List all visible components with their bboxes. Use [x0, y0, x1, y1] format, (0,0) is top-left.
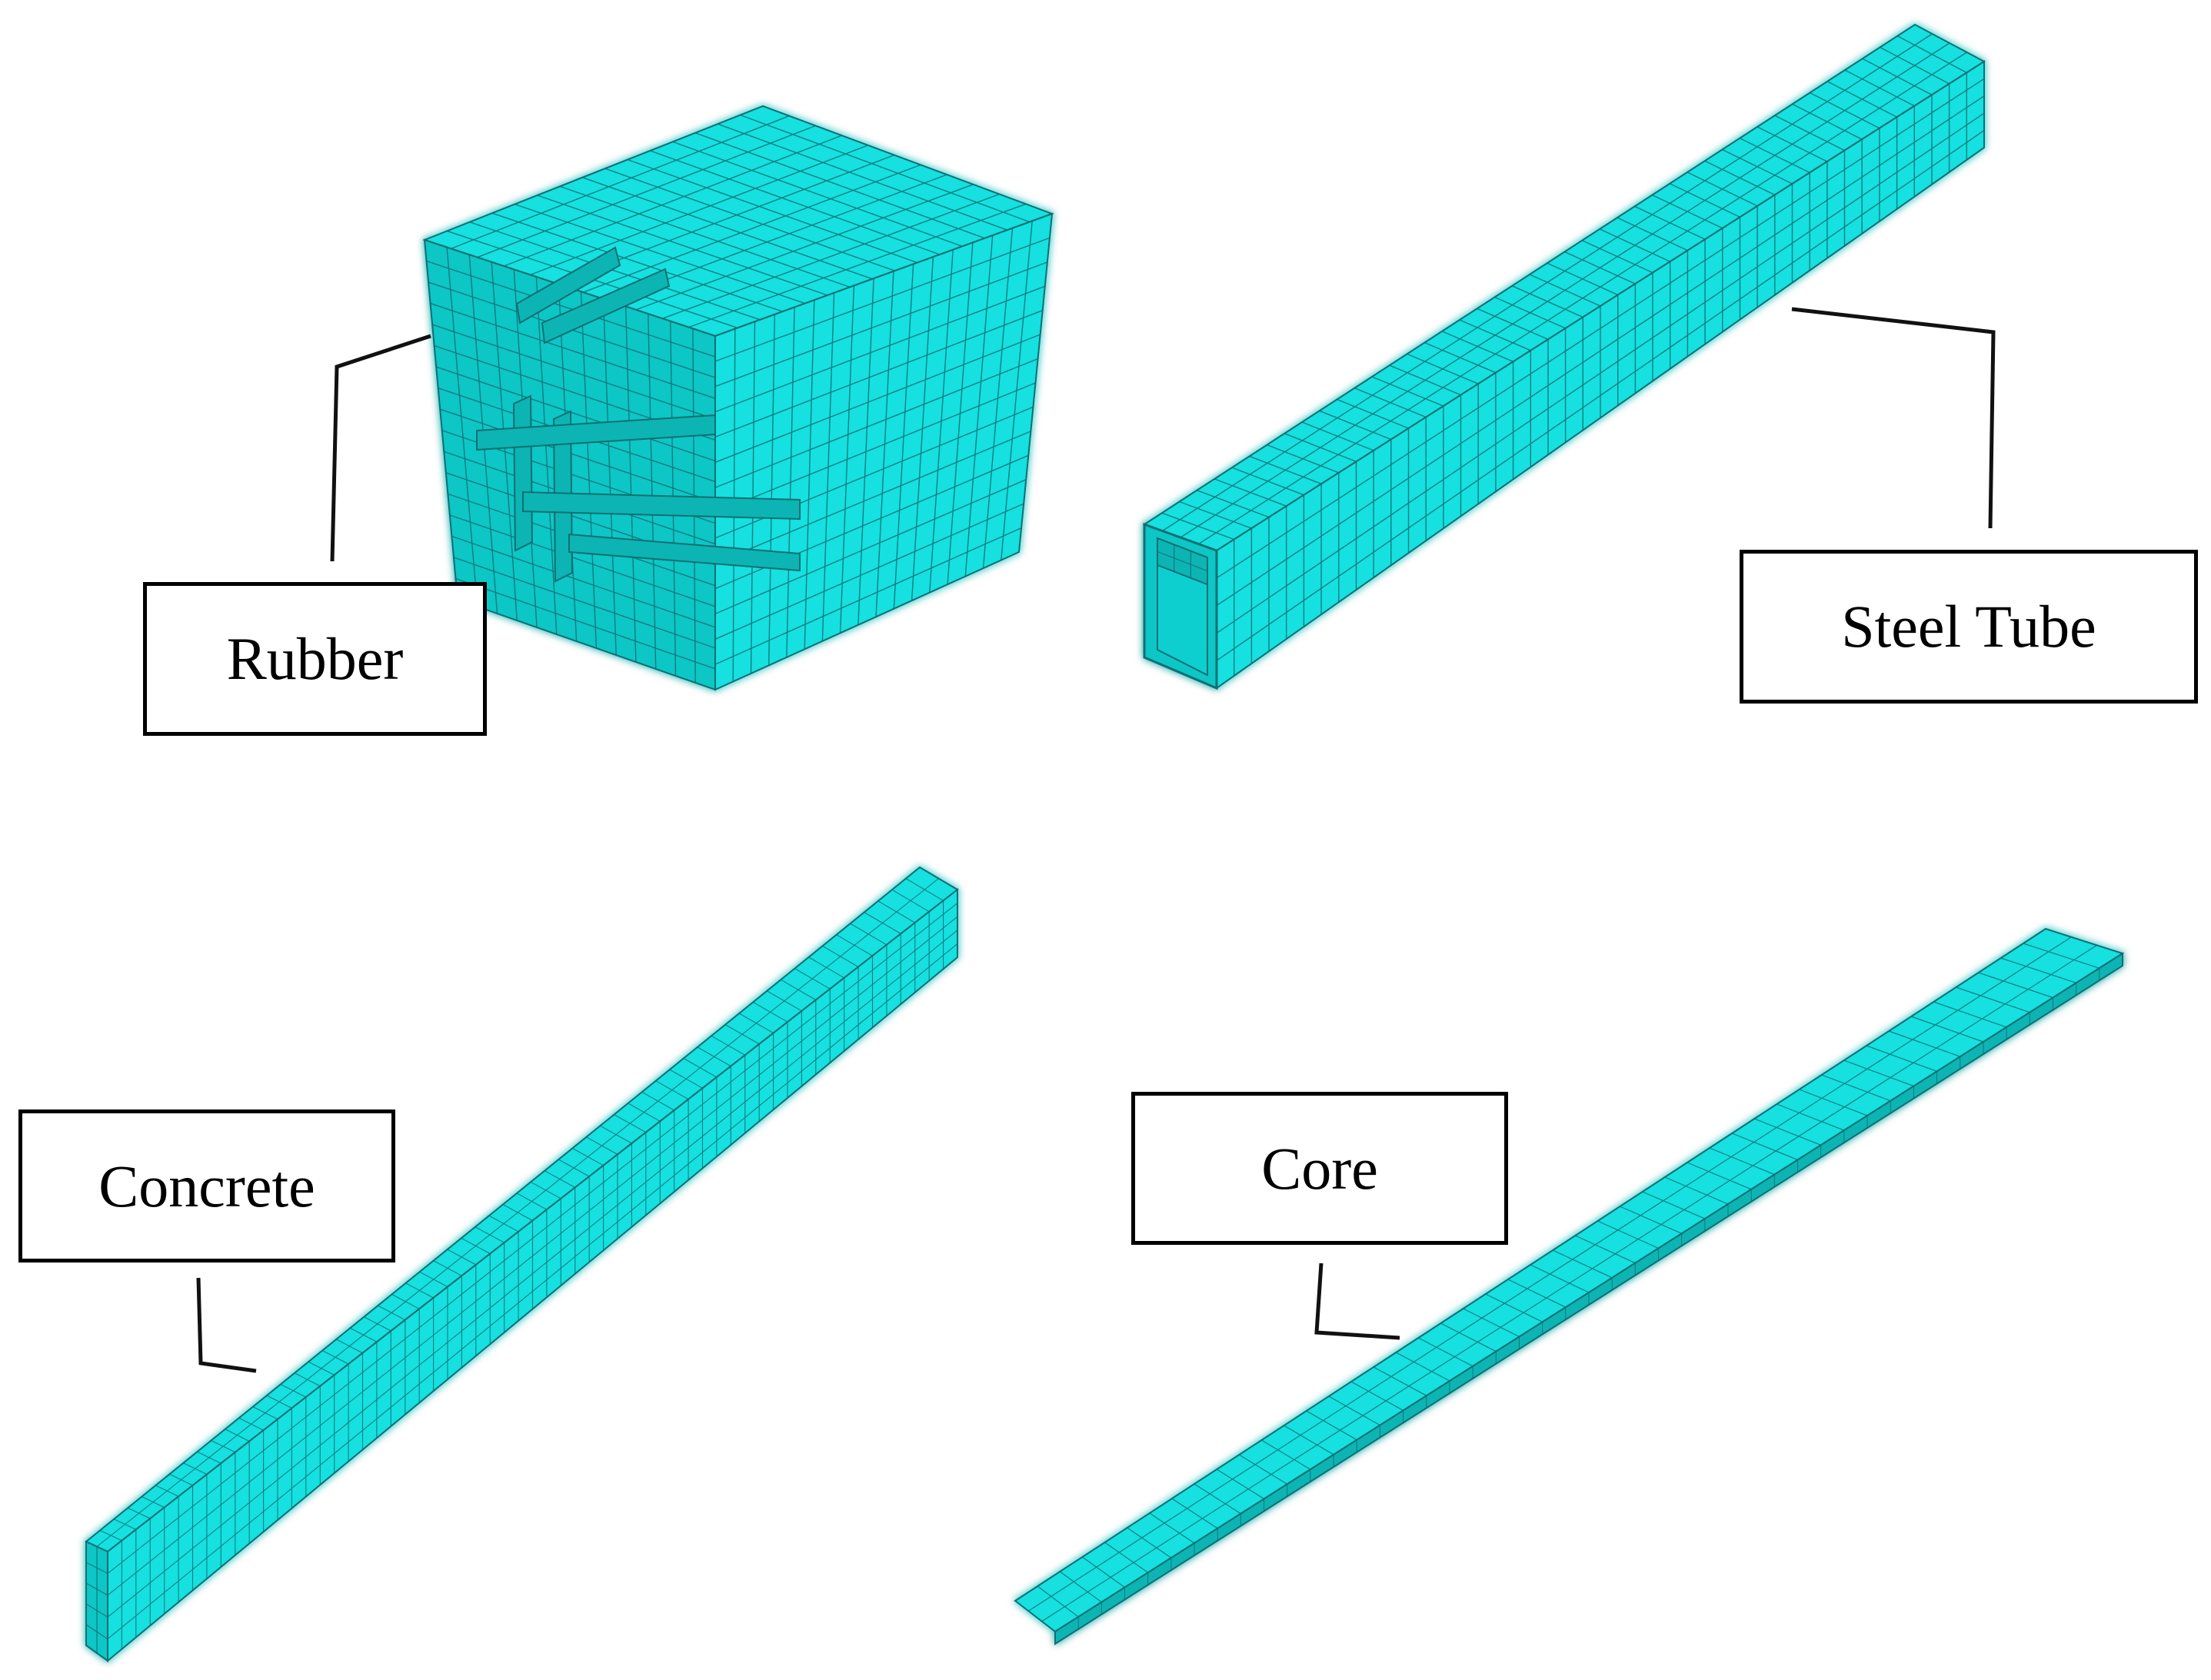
steel-tube-top-face-grid [1161, 33, 1967, 545]
steel-tube-top-face [1142, 23, 1986, 552]
core-plate-mesh [1014, 927, 2125, 1645]
concrete-end-face-grid [85, 1546, 108, 1653]
rubber-label: Rubber [143, 582, 487, 736]
concrete-top-face-grid [96, 878, 944, 1547]
rubber-slot [512, 394, 534, 552]
core-side-face-grid [1077, 968, 2100, 1629]
core-top-face-grid [1027, 936, 2099, 1622]
core-label-text: Core [1261, 1134, 1378, 1202]
concrete-label-text: Concrete [98, 1152, 315, 1219]
steel-tube-label: Steel Tube [1740, 550, 2198, 704]
steel-tube-leader-line [1791, 307, 1996, 529]
rubber-slot [568, 533, 801, 572]
concrete-side-face-grid [107, 900, 958, 1649]
core-label: Core [1131, 1092, 1508, 1245]
steel-tube-label-text: Steel Tube [1841, 593, 2096, 660]
rubber-slot [541, 268, 671, 344]
rubber-slot [515, 246, 621, 324]
steel-tube-side-face-grid [1216, 72, 1985, 676]
concrete-bar-mesh [85, 866, 959, 1663]
rubber-label-text: Rubber [226, 625, 404, 692]
rubber-slot [476, 414, 716, 451]
core-leader-line [1314, 1262, 1400, 1340]
steel-tube-mesh [1142, 23, 1986, 690]
rubber-leader-line [330, 334, 431, 562]
rubber-slot [522, 491, 801, 521]
concrete-label: Concrete [18, 1109, 395, 1262]
steel-tube-inner-wall-grid [1157, 544, 1208, 578]
leader-lines [196, 307, 1996, 1373]
core-top-face [1014, 927, 2125, 1633]
rubber-block-mesh [422, 105, 1054, 691]
concrete-leader-line [196, 1277, 257, 1373]
